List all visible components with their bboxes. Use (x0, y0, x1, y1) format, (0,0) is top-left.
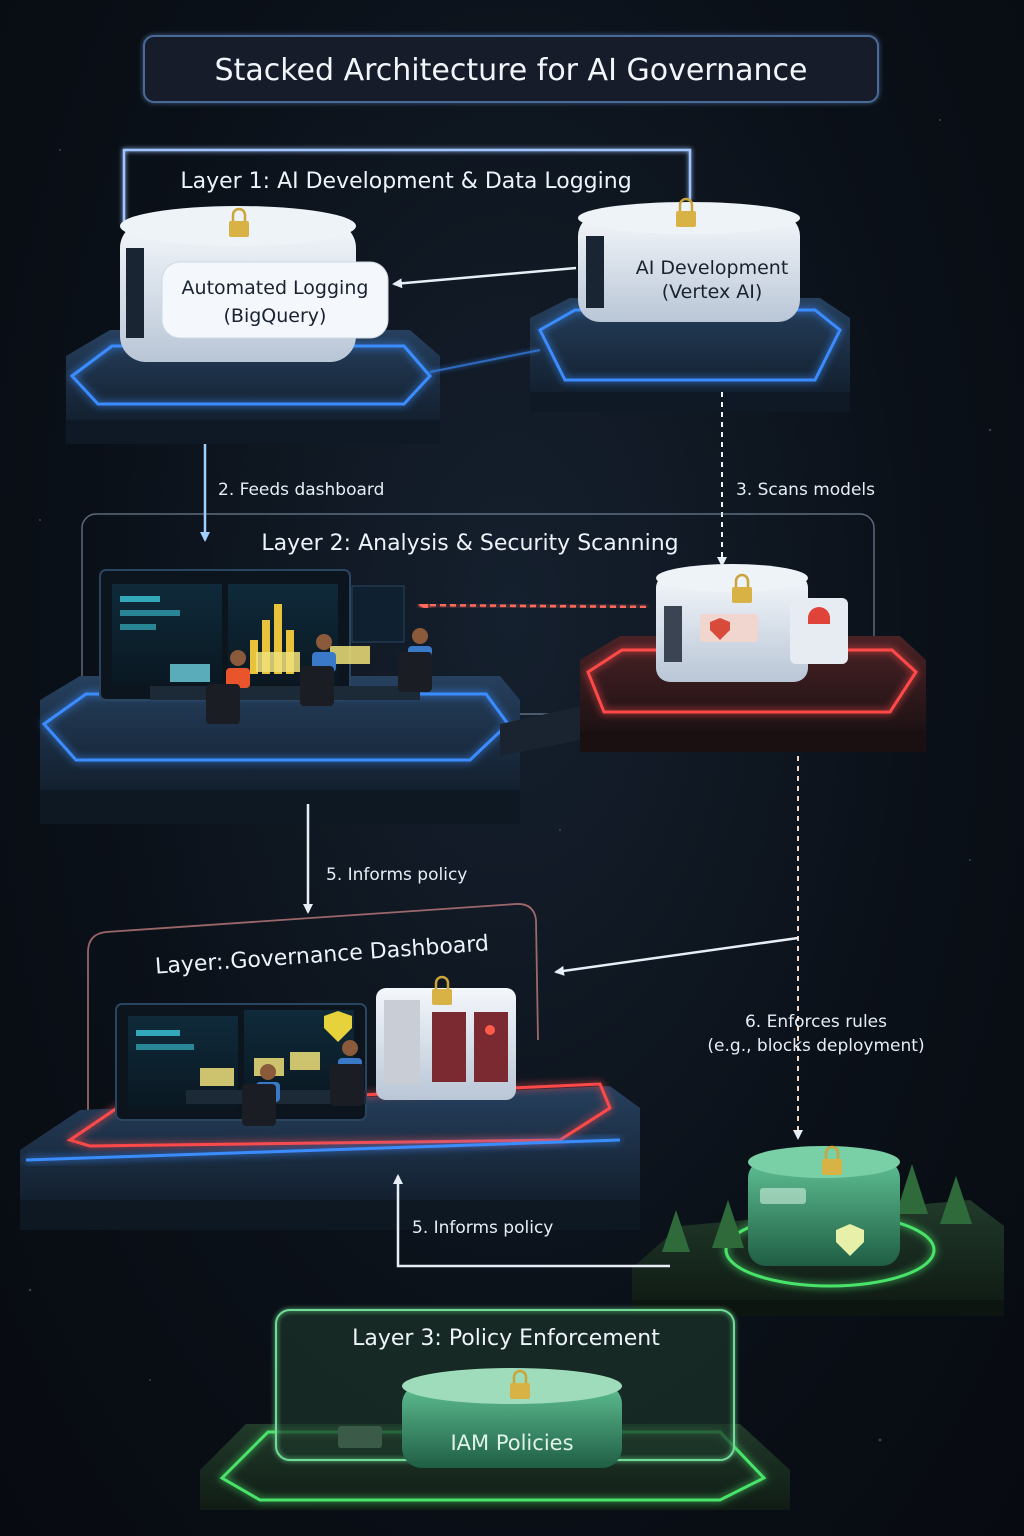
security-scanner-server (656, 564, 848, 682)
enforcement-node (632, 1145, 1004, 1316)
alarm-icon (808, 607, 830, 624)
edge-enforces-to-governance (554, 936, 799, 976)
development-label-line2: (Vertex AI) (662, 281, 763, 303)
layer2-group: Layer 2: Analysis & Security Scanning (40, 513, 926, 824)
tree-icon (662, 1164, 972, 1252)
governance-title: Layer:.Governance Dashboard (154, 931, 489, 979)
iam-policies-node: IAM Policies (402, 1368, 622, 1468)
layer2-title: Layer 2: Analysis & Security Scanning (261, 531, 678, 556)
vertex-server: AI Development (Vertex AI) (578, 197, 800, 322)
bigquery-server: Automated Logging (BigQuery) (120, 206, 389, 362)
lock-icon (822, 1145, 842, 1175)
governance-group: Layer:.Governance Dashboard (20, 903, 640, 1230)
lock-icon (432, 975, 452, 1005)
layer3-group: Layer 3: Policy Enforcement IAM Policies (200, 1309, 790, 1510)
operator (226, 650, 250, 688)
governance-monitor-wall (115, 1003, 367, 1126)
edge-label-enforces-line1: 6. Enforces rules (745, 1012, 887, 1032)
shield-icon (324, 1011, 352, 1042)
page-title: Stacked Architecture for AI Governance (215, 53, 808, 88)
edge-label-informs-top: 5. Informs policy (326, 865, 467, 885)
layer1-group: Layer 1: AI Development & Data Logging A… (66, 148, 850, 444)
governance-server (376, 975, 516, 1100)
analysis-platform (40, 676, 520, 824)
shield-icon (710, 618, 730, 640)
lock-icon (732, 573, 752, 603)
edge-label-informs-bottom: 5. Informs policy (412, 1218, 553, 1238)
edge-label-scans: 3. Scans models (736, 480, 875, 500)
shield-icon (836, 1224, 864, 1256)
edge-label-feeds: 2. Feeds dashboard (218, 480, 384, 500)
title-box: Stacked Architecture for AI Governance (143, 35, 879, 103)
lock-icon (229, 207, 249, 237)
lock-icon (676, 197, 696, 227)
edge-dev-to-logging (392, 266, 577, 289)
logging-label-line2: (BigQuery) (224, 305, 327, 327)
background-stars (28, 119, 992, 1442)
edge-scan-to-dashboard (418, 600, 647, 611)
development-label-line1: AI Development (636, 257, 789, 279)
monitoring-wall (99, 569, 432, 724)
logging-label-line1: Automated Logging (182, 277, 369, 299)
edge-label-enforces-line2: (e.g., blocks deployment) (707, 1036, 924, 1056)
iam-policies-label: IAM Policies (450, 1431, 573, 1455)
edge-informs-policy-bottom (393, 1174, 670, 1268)
layer1-title: Layer 1: AI Development & Data Logging (180, 169, 631, 194)
layer3-title: Layer 3: Policy Enforcement (352, 1326, 660, 1351)
lock-icon (510, 1369, 530, 1399)
